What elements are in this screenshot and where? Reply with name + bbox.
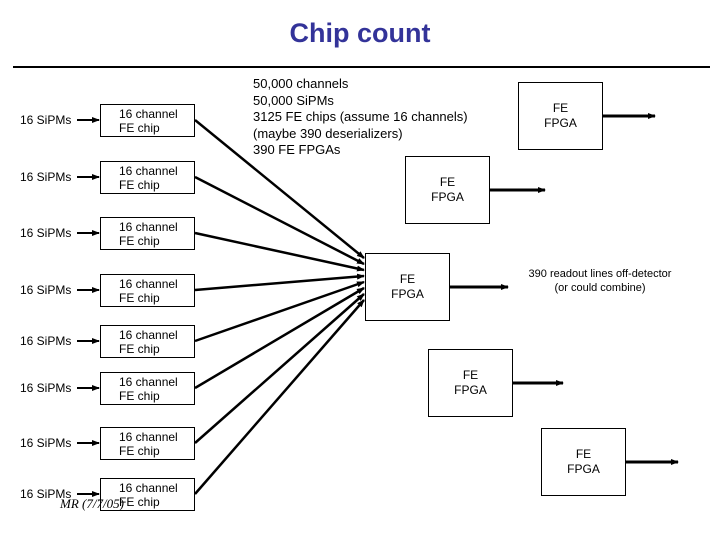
summary-line: 50,000 channels	[253, 76, 349, 91]
fpga-box: FE FPGA	[541, 428, 626, 496]
fpga-label: FPGA	[567, 462, 600, 476]
fe-chip-label: FE chip	[119, 291, 160, 305]
title-divider	[13, 66, 710, 68]
fe-chip-label: FE chip	[119, 178, 160, 192]
fan-in-line	[194, 293, 365, 444]
fpga-label: FE	[399, 272, 416, 286]
fpga-label: FE	[462, 368, 479, 382]
sipm-label: 16 SiPMs	[20, 113, 72, 127]
summary-line: 50,000 SiPMs	[253, 92, 334, 108]
readout-line: (or could combine)	[554, 282, 646, 294]
readout-line: 390 readout lines off-detector	[528, 268, 672, 280]
fe-chip-label: 16 channel	[119, 164, 178, 178]
fe-chip-label: 16 channel	[119, 107, 178, 121]
sipm-label: 16 SiPMs	[20, 226, 72, 240]
fpga-label: FPGA	[454, 383, 487, 397]
sipm-label: 16 SiPMs	[20, 170, 72, 184]
fpga-label: FE	[439, 175, 456, 189]
fpga-label: FPGA	[544, 116, 577, 130]
fan-in-line	[194, 280, 365, 343]
summary-text: 50,000 channels 50,000 SiPMs 3125 FE chi…	[253, 76, 468, 159]
fpga-label: FE	[552, 101, 569, 115]
fpga-label: FPGA	[391, 287, 424, 301]
fe-chip-label: 16 channel	[119, 220, 178, 234]
fan-in-line	[194, 299, 365, 495]
sipm-label: 16 SiPMs	[20, 283, 72, 297]
fe-chip-label: FE chip	[119, 389, 160, 403]
fan-in-line	[194, 231, 365, 272]
fpga-label: FPGA	[431, 190, 464, 204]
fan-in-line	[194, 286, 365, 390]
fpga-box-main: FE FPGA	[365, 253, 450, 321]
fpga-box: FE FPGA	[518, 82, 603, 150]
fe-chip-label: FE chip	[119, 234, 160, 248]
fe-chip-label: FE chip	[119, 444, 160, 458]
fe-chip-label: 16 channel	[119, 375, 178, 389]
slide-title: Chip count	[289, 18, 431, 48]
sipm-label: 16 SiPMs	[20, 487, 72, 501]
author-stamp: MR (7/7/05)	[60, 496, 124, 511]
summary-line: (maybe 390 deserializers)	[253, 125, 403, 141]
fe-chip-label: FE chip	[119, 121, 160, 135]
summary-line: 390 FE FPGAs	[253, 142, 341, 157]
summary-line: 3125 FE chips (assume 16 channels)	[253, 109, 468, 124]
fan-in-line	[194, 273, 365, 292]
fe-chip-label: FE chip	[119, 342, 160, 356]
fpga-label: FE	[575, 447, 592, 461]
fe-chip-label: 16 channel	[119, 277, 178, 291]
sipm-label: 16 SiPMs	[20, 334, 72, 348]
fpga-box: FE FPGA	[405, 156, 490, 224]
fpga-box: FE FPGA	[428, 349, 513, 417]
fan-in-line	[194, 175, 365, 266]
fan-in-line	[194, 119, 365, 259]
readout-note: 390 readout lines off-detector (or could…	[500, 267, 700, 295]
fe-chip-label: 16 channel	[119, 328, 178, 342]
sipm-label: 16 SiPMs	[20, 381, 72, 395]
fe-chip-label: 16 channel	[119, 430, 178, 444]
fe-chip-label: 16 channel	[119, 481, 178, 495]
fe-chip-label: FE chip	[119, 495, 160, 509]
sipm-label: 16 SiPMs	[20, 436, 72, 450]
